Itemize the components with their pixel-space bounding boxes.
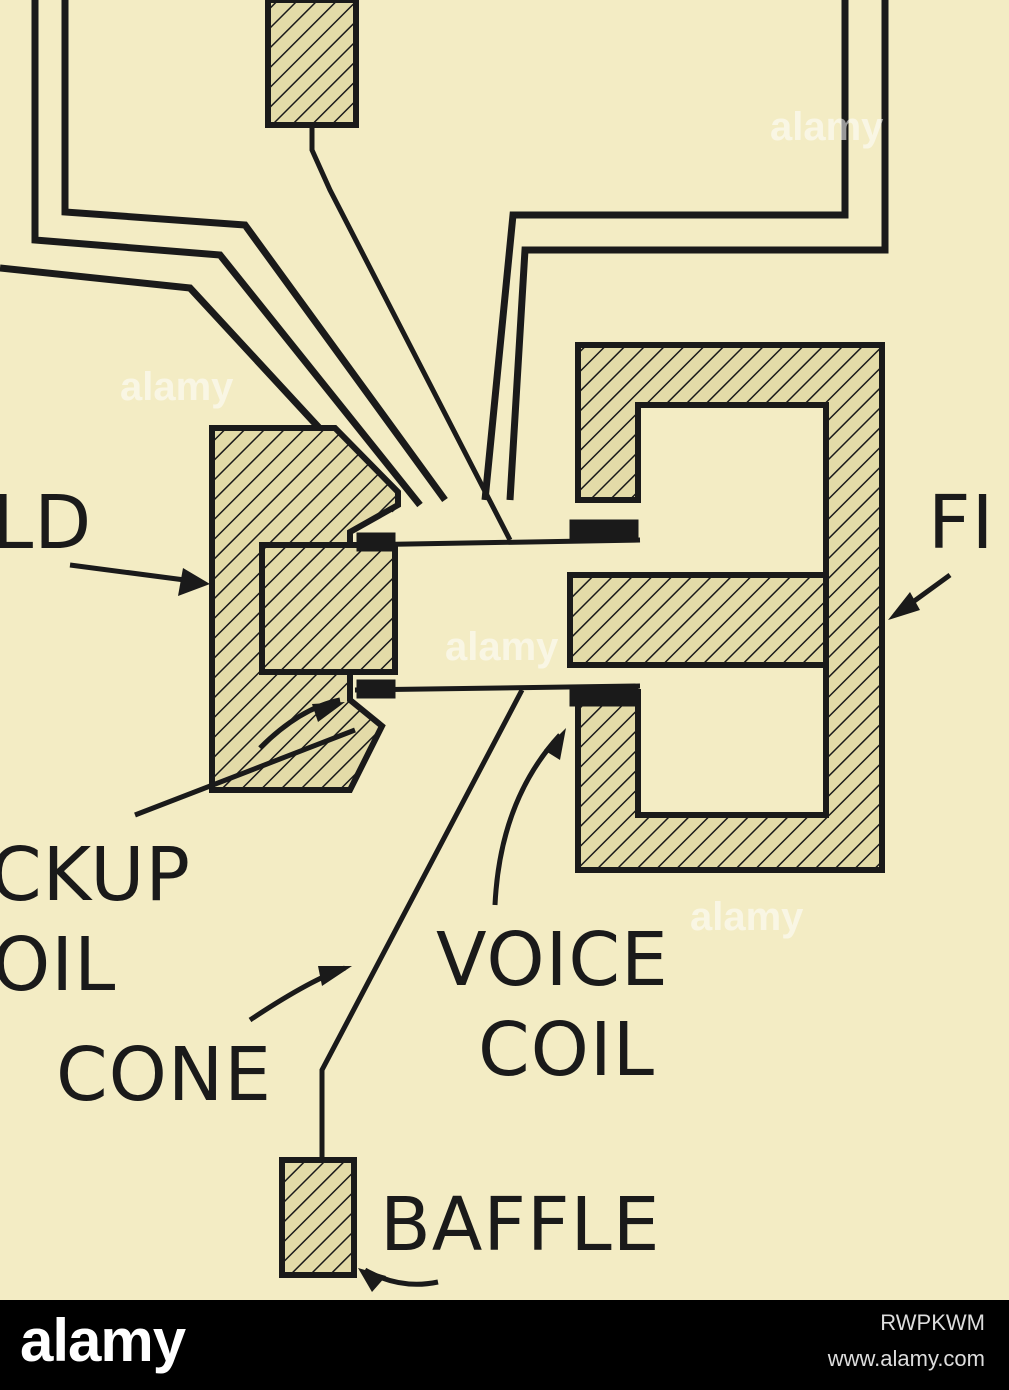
voice-coil-bottom [569,685,639,707]
label-voice-line2: COIL [478,1007,655,1093]
site-url[interactable]: www.alamy.com [827,1346,985,1371]
baffle-block [279,1157,357,1278]
pickup-coil-bottom [356,679,396,699]
watermark-layer: alamy alamy alamy alamy [120,105,884,939]
watermark-text: alamy [770,105,884,149]
top-wire [309,125,513,542]
left-pole-piece [259,542,398,675]
image-id: RWPKWM [880,1310,985,1335]
label-cone: CONE [56,1032,272,1118]
arrow-heads [178,568,920,1292]
label-pickup-line1: CKUP [0,832,191,918]
outer-leads [0,0,889,513]
label-field-right: FI [928,480,994,566]
label-voice-line1: VOICE [436,917,669,1003]
speaker-diagram: LD FI CKUP OIL VOICE COIL CONE BAFFLE al… [0,0,994,1292]
coil-lines [354,519,641,707]
footer-bar: alamy RWPKWM www.alamy.com [0,1300,1009,1390]
pickup-coil-top [356,532,396,552]
voice-coil-top [569,519,639,541]
diagram-canvas: LD FI CKUP OIL VOICE COIL CONE BAFFLE al… [0,0,994,1292]
label-baffle: BAFFLE [380,1182,661,1268]
watermark-text: alamy [690,895,804,939]
top-block [265,0,359,128]
label-pickup-line2: OIL [0,922,116,1008]
watermark-text: alamy [445,625,559,669]
label-field-left: LD [0,480,92,566]
right-pole-piece [567,572,829,668]
watermark-text: alamy [120,365,234,409]
cone-line [319,688,525,1160]
brand-logo[interactable]: alamy [20,1307,186,1374]
